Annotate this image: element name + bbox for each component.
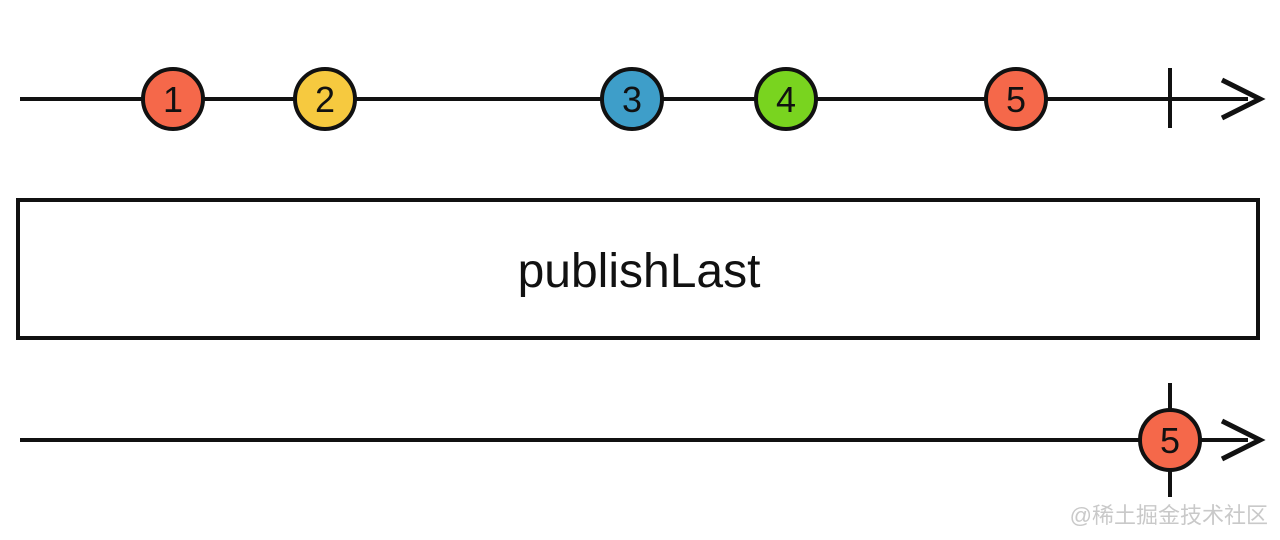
marble-circle [293,67,357,131]
source-marble-2: 2 [293,67,357,131]
marble-circle [1138,408,1202,472]
marble-circle [600,67,664,131]
source-marble-4: 4 [754,67,818,131]
marble-circle [984,67,1048,131]
source-arrow-right-icon [1220,77,1266,121]
marble-value: 3 [622,79,642,120]
marble-circle [141,67,205,131]
marble-circle [754,67,818,131]
marble-value: 5 [1006,79,1026,120]
operator-box-rect [16,198,1260,340]
result-arrow-right-icon [1220,418,1266,462]
source-stream: 1 2 3 4 5 [20,67,1266,131]
marble-value: 1 [163,79,183,120]
marble-value: 4 [776,79,796,120]
result-stream: 5 [20,383,1266,497]
marble-value: 5 [1160,420,1180,461]
source-marble-1: 1 [141,67,205,131]
watermark-text: @稀土掘金技术社区 [1070,503,1268,528]
operator-box: publishLast [16,198,1260,340]
source-marble-3: 3 [600,67,664,131]
source-marble-5: 5 [984,67,1048,131]
operator-label: publishLast [518,245,761,298]
marble-value: 2 [315,79,335,120]
result-marble-5: 5 [1138,408,1202,472]
